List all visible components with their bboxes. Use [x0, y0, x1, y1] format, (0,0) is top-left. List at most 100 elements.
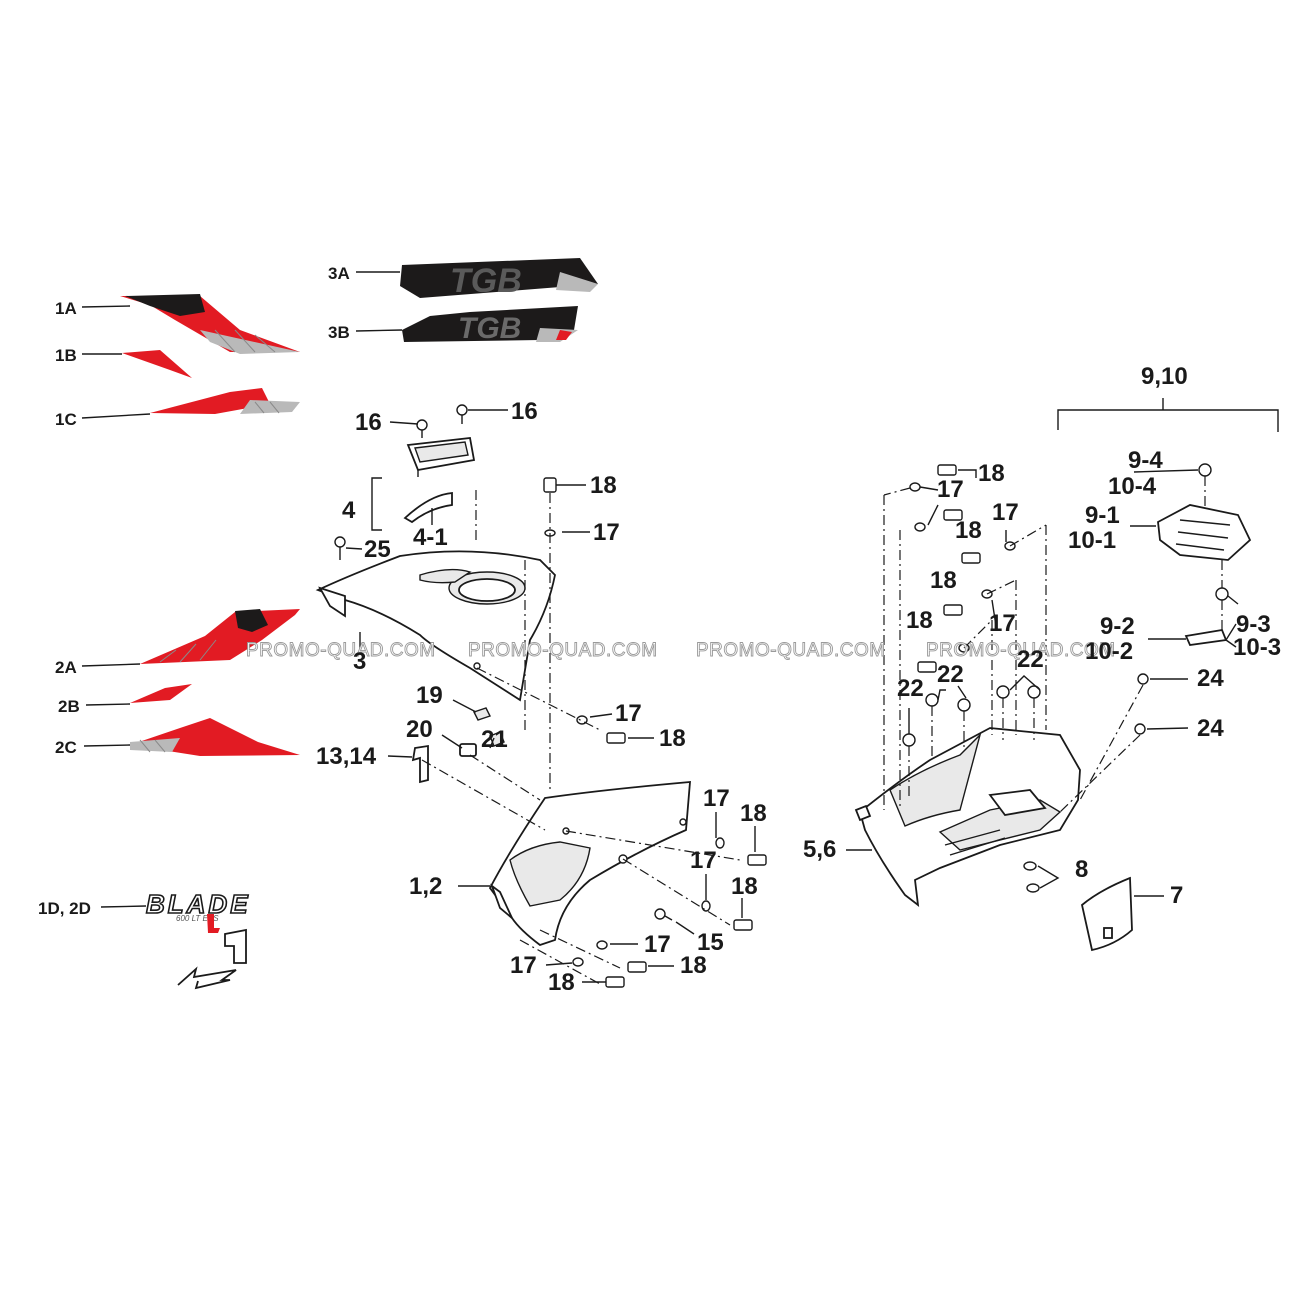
- part-9-1-step-plate: [1157, 504, 1252, 561]
- label-17-r1: 17: [937, 476, 964, 503]
- assembly-lines-left: [421, 490, 741, 985]
- label-19: 19: [416, 682, 443, 709]
- decal-3b-text: TGB: [458, 312, 521, 345]
- label-16-left: 16: [355, 409, 382, 436]
- part-8-nuts: [1023, 861, 1040, 893]
- leader-lines: [81, 271, 1239, 983]
- label-18-r4: 18: [906, 607, 933, 634]
- washer-17-bottom-b: [572, 957, 584, 967]
- part-4-cover: [406, 437, 476, 477]
- part-3-tank-cover: [315, 550, 556, 702]
- part-20-fastener: [459, 743, 477, 757]
- decal-3a-text: TGB: [450, 262, 522, 300]
- label-9-3: 9-3: [1236, 611, 1271, 638]
- label-24-upper: 24: [1197, 665, 1224, 692]
- fastener-24-upper: [1137, 673, 1149, 685]
- label-7: 7: [1170, 882, 1183, 909]
- label-21: 21: [481, 726, 508, 753]
- label-18-bottom-b: 18: [548, 969, 575, 996]
- label-22-right: 22: [1017, 646, 1044, 673]
- part-5-6-footwell: [854, 727, 1081, 908]
- label-18-r2: 18: [955, 517, 982, 544]
- label-8: 8: [1075, 856, 1088, 883]
- bracket-9-2: [1184, 628, 1228, 646]
- label-2a: 2A: [55, 658, 77, 677]
- label-17-bottom-b: 17: [510, 952, 537, 979]
- decal-1a: [120, 294, 300, 354]
- label-13-14: 13,14: [316, 743, 377, 770]
- washer-17-bottom-a: [596, 940, 608, 950]
- label-22-left: 22: [897, 675, 924, 702]
- bolt-18-right-lower: [733, 919, 753, 931]
- label-17-mid: 17: [615, 700, 642, 727]
- part-1-2-side-panel: [488, 781, 691, 947]
- label-18-right-lower: 18: [731, 873, 758, 900]
- part-13-14-bracket: [411, 744, 429, 784]
- bolt-18-top: [543, 477, 557, 493]
- label-1b: 1B: [55, 346, 77, 365]
- blade-logo-subtext: 600 LT EPS: [176, 914, 219, 923]
- label-10-4: 10-4: [1108, 473, 1157, 500]
- label-24-lower: 24: [1197, 715, 1224, 742]
- bolt-18-bottom-a: [627, 961, 647, 973]
- part-7-panel: [1081, 876, 1133, 952]
- label-3a: 3A: [328, 264, 350, 283]
- screw-15: [654, 908, 673, 921]
- fastener-16-top-left: [416, 419, 428, 438]
- label-2b: 2B: [58, 697, 80, 716]
- fastener-16-top-right: [456, 404, 468, 424]
- watermark-1: PROMO-QUAD.COM: [246, 640, 436, 661]
- label-9-1: 9-1: [1085, 502, 1120, 529]
- watermark-2: PROMO-QUAD.COM: [468, 640, 658, 661]
- fastener-9-4: [1198, 463, 1212, 477]
- label-2c: 2C: [55, 738, 77, 757]
- label-1d-2d: 1D, 2D: [38, 899, 91, 918]
- label-17-right-upper: 17: [703, 785, 730, 812]
- label-5-6: 5,6: [803, 836, 836, 863]
- label-3: 3: [353, 648, 366, 675]
- fastener-25: [334, 536, 346, 560]
- bracket-9-10: [1057, 398, 1279, 432]
- fastener-24-lower: [1134, 723, 1146, 735]
- label-10-1: 10-1: [1068, 527, 1116, 554]
- label-18-r1: 18: [978, 460, 1005, 487]
- washer-17-right-lower: [701, 900, 711, 912]
- assembly-lines-right: [883, 476, 1223, 813]
- label-17-top: 17: [593, 519, 620, 546]
- fasteners-right: [902, 464, 1041, 747]
- label-9-4: 9-4: [1128, 447, 1163, 474]
- watermark-3: PROMO-QUAD.COM: [696, 640, 886, 661]
- label-9-10: 9,10: [1141, 363, 1188, 390]
- watermark-4: PROMO-QUAD.COM: [926, 640, 1116, 661]
- decal-2b: [130, 684, 192, 703]
- part-19-clip: [473, 707, 491, 721]
- watermark-row: PROMO-QUAD.COM PROMO-QUAD.COM PROMO-QUAD…: [246, 640, 1116, 662]
- label-18-r3: 18: [930, 567, 957, 594]
- label-15: 15: [697, 929, 724, 956]
- bolt-18-mid: [606, 732, 626, 744]
- label-16-right: 16: [511, 398, 538, 425]
- part-4-1-seal: [403, 492, 453, 524]
- washer-17-right-upper: [715, 837, 725, 849]
- decal-1b: [122, 350, 192, 378]
- label-25: 25: [364, 536, 391, 563]
- label-3b: 3B: [328, 323, 350, 342]
- label-17-right-lower: 17: [690, 847, 717, 874]
- label-1-2: 1,2: [409, 873, 442, 900]
- label-17-r2: 17: [992, 499, 1019, 526]
- part-labels: 1A 1B 1C 2A 2B 2C 3A 3B 1D, 2D 16 16 4 4…: [38, 264, 1281, 996]
- label-10-2: 10-2: [1085, 638, 1133, 665]
- decal-3b: TGB: [402, 306, 578, 345]
- decal-2c: [130, 718, 300, 756]
- bolt-18-right-upper: [747, 854, 767, 866]
- label-9-2: 9-2: [1100, 613, 1135, 640]
- bolt-18-bottom-b: [605, 976, 625, 988]
- label-4-1: 4-1: [413, 524, 448, 551]
- blade-logo-text: BLADE: [146, 889, 251, 919]
- label-1a: 1A: [55, 299, 77, 318]
- decal-1d-2d: BLADE 600 LT EPS: [145, 888, 251, 990]
- label-17-bottom-a: 17: [644, 931, 671, 958]
- label-17-r3: 17: [989, 610, 1016, 637]
- label-4: 4: [342, 497, 356, 524]
